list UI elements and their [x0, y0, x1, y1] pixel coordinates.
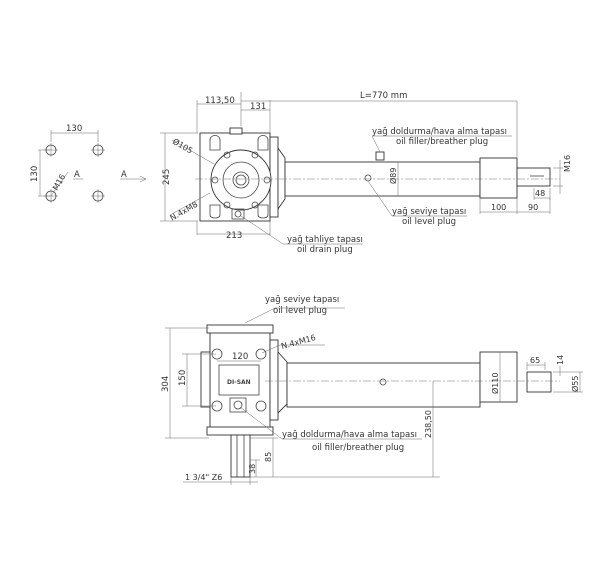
bottom-filler-plug-en: oil filler/breather plug	[312, 443, 404, 453]
dim-collar-dia: Ø110	[490, 372, 500, 394]
bottom-view: DI-SAN 304 150 120 N.4xM16 yağ seviye ta…	[161, 295, 583, 485]
bottom-level-plug-en: oil level plug	[273, 306, 327, 316]
dim-key-len: 65	[530, 356, 540, 365]
brand-logo: DI-SAN	[227, 379, 251, 386]
dim-collar: 100	[491, 203, 506, 212]
dim-keyway: 48	[535, 189, 545, 198]
filler-plug-label-en: oil filler/breather plug	[396, 137, 488, 147]
dim-input-len: 85	[264, 452, 273, 462]
dim-height: 245	[162, 169, 172, 185]
filler-plug-label-tr: yağ doldurma/hava alma tapası	[372, 127, 507, 137]
dim-holes: N.4xM8	[169, 200, 200, 223]
dim-shaft: 90	[528, 203, 538, 212]
bolt-pattern-height: 130	[30, 166, 40, 182]
dim-bottom-holes: N.4xM16	[280, 333, 317, 351]
bolt-pattern: 130 130 M16 A	[30, 124, 105, 203]
dim-mid: 131	[250, 102, 266, 112]
dim-width: 213	[226, 231, 242, 241]
dim-hole-spacing: 120	[232, 352, 248, 362]
dim-flange-dia: Ø105	[171, 136, 195, 155]
view-arrow: A	[120, 170, 147, 183]
level-plug-label-tr: yağ seviye tapası	[392, 207, 466, 217]
dim-spline: 38	[248, 464, 257, 474]
bolt-pattern-width: 130	[66, 124, 82, 134]
dim-shaft-dia: Ø55	[570, 376, 580, 392]
spline-spec: 1 3/4" Z6	[185, 473, 222, 482]
dim-left: 113,50	[205, 96, 235, 106]
bottom-filler-plug-tr: yağ doldurma/hava alma tapası	[282, 430, 417, 440]
dim-length: L=770 mm	[360, 91, 407, 101]
drain-plug-label-tr: yağ tahliye tapası	[287, 235, 363, 245]
dim-bottom-height: 304	[161, 376, 171, 392]
dim-offset: 238,50	[424, 410, 433, 438]
top-view: 113,50 131 L=770 mm 245 Ø105 N.4xM8 213 …	[160, 91, 572, 255]
dim-key-w: 14	[556, 355, 565, 365]
level-plug-label-en: oil level plug	[402, 217, 456, 227]
view-arrow-label: A	[121, 170, 127, 180]
bolt-thread: M16	[51, 173, 67, 192]
drain-plug-label-en: oil drain plug	[297, 245, 353, 255]
bottom-level-plug-tr: yağ seviye tapası	[265, 295, 339, 305]
dim-tube-dia: Ø89	[388, 168, 398, 184]
dim-thread: M16	[563, 155, 572, 172]
dim-bottom-inner: 150	[178, 370, 188, 386]
section-label: A	[74, 170, 80, 180]
